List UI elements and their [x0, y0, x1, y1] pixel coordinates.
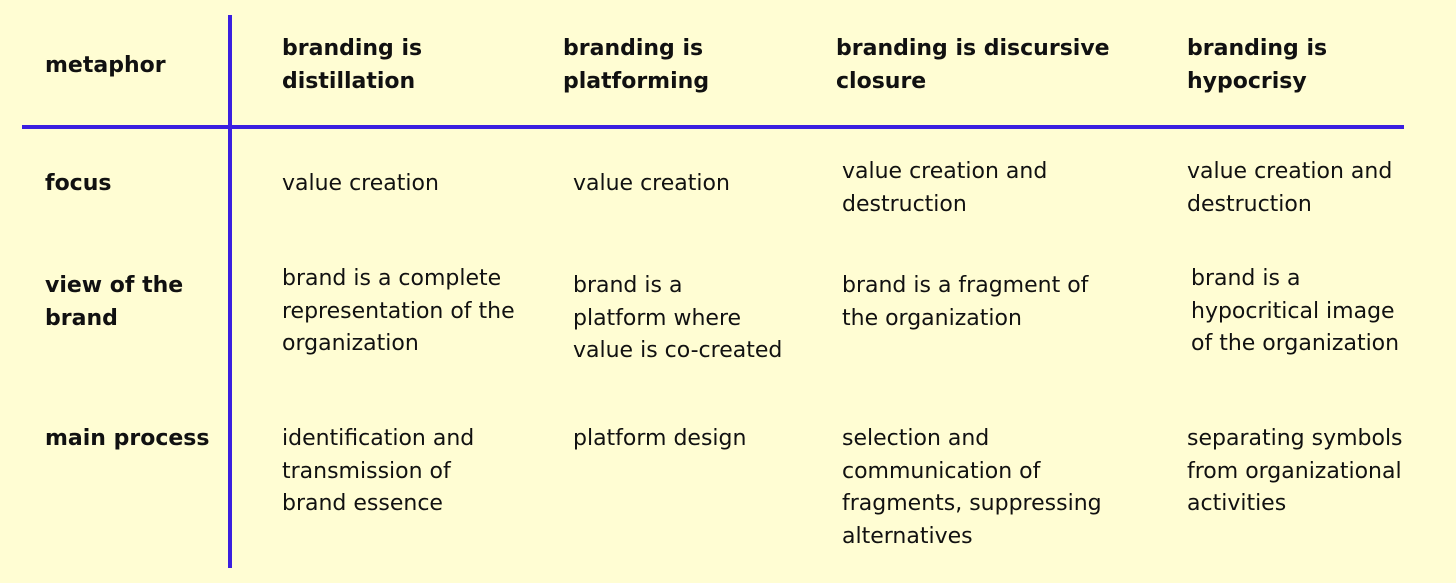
- header-distillation: branding is distillation: [282, 33, 422, 98]
- row-label-view-of-brand: view of the brand: [45, 270, 183, 335]
- text-line: hypocrisy: [1187, 68, 1307, 94]
- text-line: value is co-created: [573, 338, 783, 363]
- header-row-label: metaphor: [45, 50, 166, 83]
- text-line: from organizational: [1187, 458, 1402, 484]
- view-distillation: brand is a complete representation of th…: [282, 263, 515, 361]
- row-label-main-process: main process: [45, 423, 210, 456]
- process-hypocrisy: separating symbols from organizational a…: [1187, 423, 1403, 521]
- text-line: representation of the: [282, 298, 515, 324]
- text-line: destruction: [842, 191, 967, 217]
- text-line: metaphor: [45, 53, 166, 78]
- header-discursive-closure: branding is discursive closure: [836, 33, 1110, 98]
- text-line: closure: [836, 68, 927, 94]
- header-platforming: branding is platforming: [563, 33, 709, 98]
- text-line: identification and: [282, 426, 475, 451]
- view-platforming: brand is a platform where value is co-cr…: [573, 270, 782, 368]
- text-line: view of the: [45, 273, 184, 298]
- text-line: the organization: [842, 305, 1022, 331]
- text-line: brand is a: [573, 273, 683, 298]
- text-line: value creation: [573, 171, 730, 196]
- text-line: selection and: [842, 426, 990, 451]
- text-line: value creation and: [842, 159, 1048, 184]
- text-line: distillation: [282, 68, 416, 94]
- text-line: branding is: [563, 36, 704, 61]
- text-line: main process: [45, 426, 210, 451]
- text-line: focus: [45, 171, 112, 196]
- text-line: brand is a complete: [282, 266, 502, 291]
- header-hypocrisy: branding is hypocrisy: [1187, 33, 1327, 98]
- text-line: value creation: [282, 171, 439, 196]
- text-line: brand is a fragment of: [842, 273, 1089, 298]
- text-line: branding is: [1187, 36, 1328, 61]
- text-line: hypocritical image: [1191, 298, 1395, 324]
- text-line: value creation and: [1187, 159, 1393, 184]
- text-line: communication of: [842, 458, 1041, 484]
- text-line: platforming: [563, 68, 710, 94]
- focus-distillation: value creation: [282, 168, 439, 201]
- row-label-focus: focus: [45, 168, 111, 201]
- process-discursive-closure: selection and communication of fragments…: [842, 423, 1102, 553]
- text-line: of the organization: [1191, 331, 1400, 356]
- text-line: activities: [1187, 491, 1287, 516]
- text-line: separating symbols: [1187, 426, 1403, 451]
- process-platforming: platform design: [573, 423, 746, 456]
- view-hypocrisy: brand is a hypocritical image of the org…: [1191, 263, 1399, 361]
- horizontal-divider: [22, 125, 1404, 129]
- process-distillation: identification and transmission of brand…: [282, 423, 474, 521]
- text-line: brand: [45, 305, 118, 331]
- focus-discursive-closure: value creation and destruction: [842, 156, 1047, 221]
- text-line: fragments, suppressing: [842, 491, 1102, 516]
- vertical-divider: [228, 15, 232, 568]
- focus-hypocrisy: value creation and destruction: [1187, 156, 1392, 221]
- text-line: brand is a: [1191, 266, 1301, 291]
- text-line: brand essence: [282, 491, 443, 516]
- text-line: organization: [282, 331, 419, 356]
- text-line: platform where: [573, 305, 742, 331]
- text-line: destruction: [1187, 191, 1312, 217]
- text-line: transmission of: [282, 458, 451, 484]
- text-line: branding is discursive: [836, 36, 1110, 61]
- text-line: branding is: [282, 36, 423, 61]
- text-line: platform design: [573, 426, 747, 451]
- view-discursive-closure: brand is a fragment of the organization: [842, 270, 1088, 335]
- focus-platforming: value creation: [573, 168, 730, 201]
- text-line: alternatives: [842, 523, 973, 549]
